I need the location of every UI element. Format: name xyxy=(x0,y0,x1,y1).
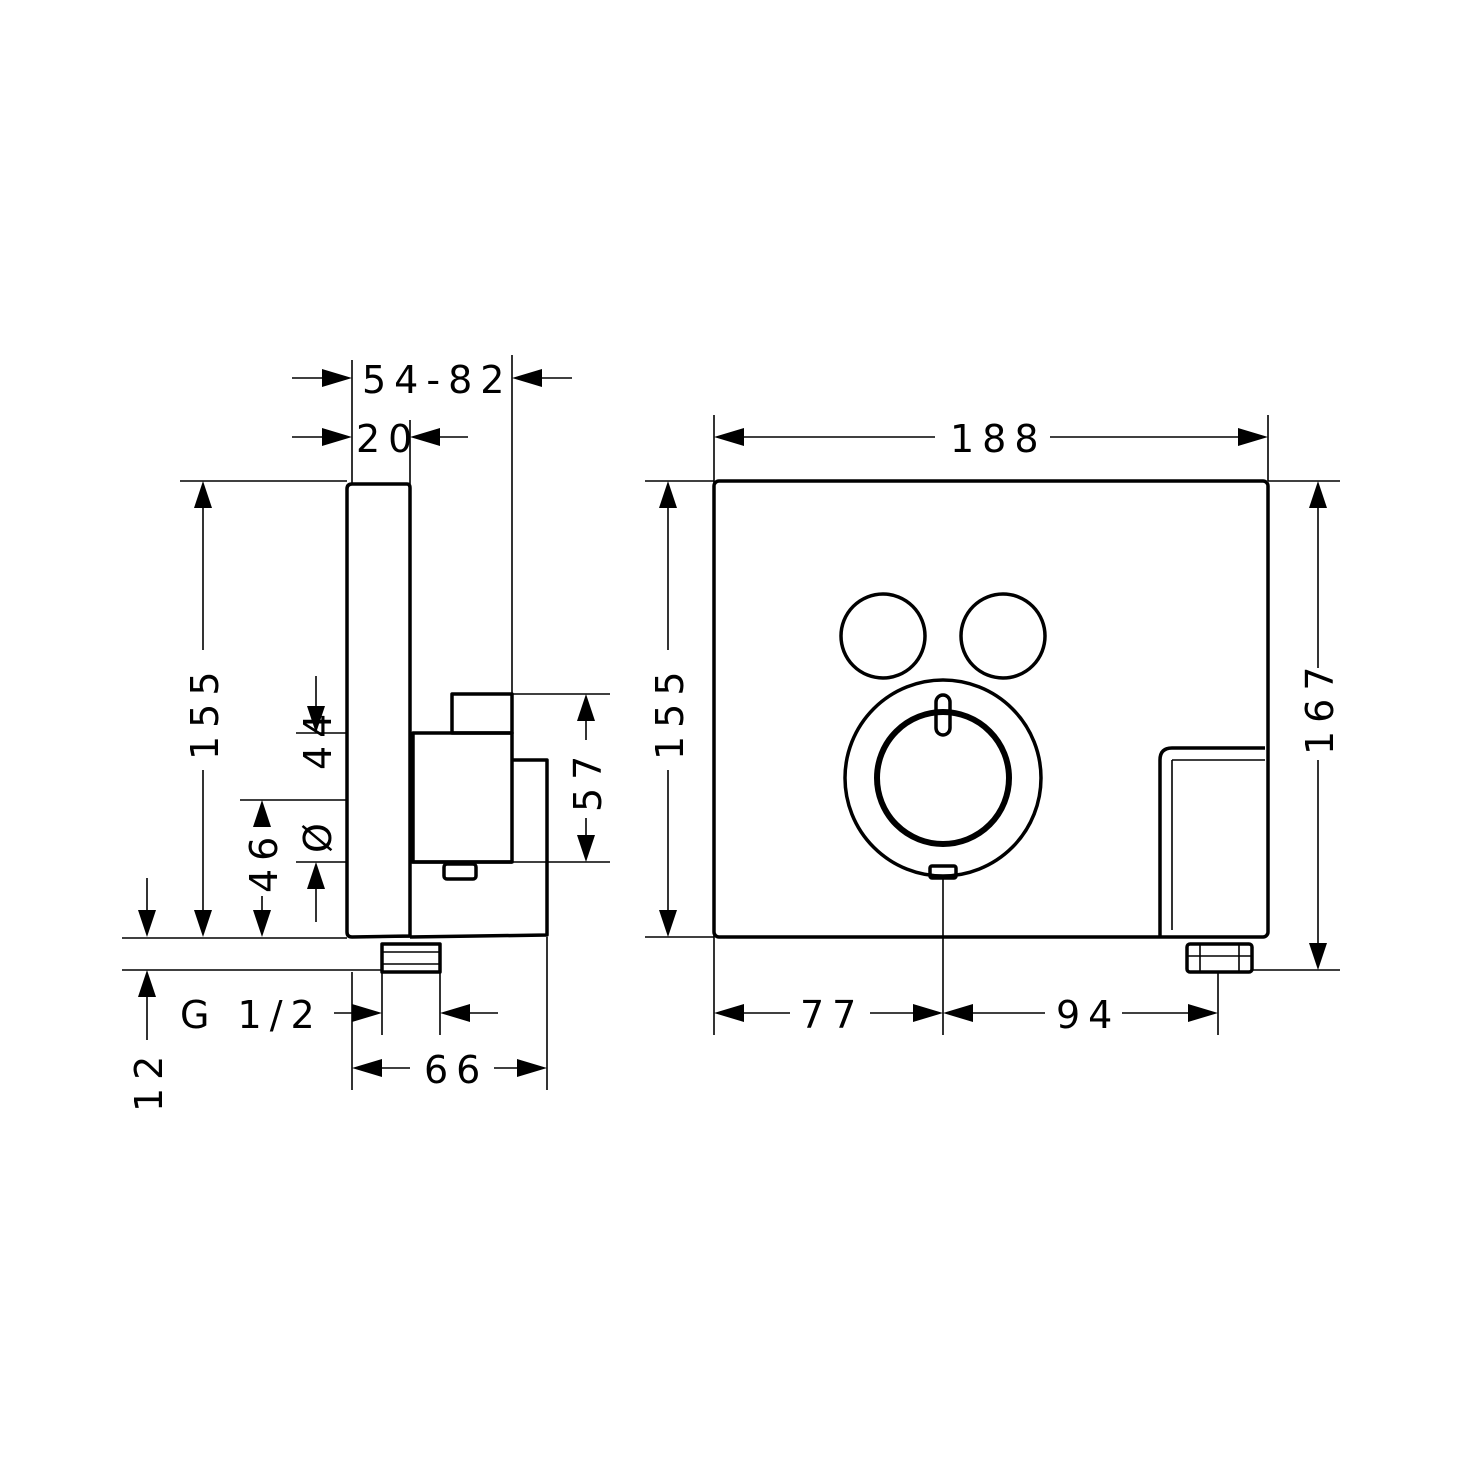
dim-77: 77 xyxy=(800,993,864,1037)
button-right xyxy=(959,592,1047,680)
dim-57: 57 xyxy=(566,748,610,812)
diameter-symbol: Ø xyxy=(296,815,340,853)
front-view: 188 155 167 77 94 xyxy=(645,415,1342,1037)
front-plate xyxy=(712,479,1270,939)
side-fitting xyxy=(380,936,442,974)
dim-20: 20 xyxy=(356,417,420,461)
side-plate xyxy=(345,482,412,939)
dim-155-front: 155 xyxy=(648,663,692,760)
dim-46: 46 xyxy=(242,829,286,893)
knob-pointer xyxy=(934,693,952,737)
side-body xyxy=(411,731,514,864)
dim-167: 167 xyxy=(1298,658,1342,755)
side-view: 54-82 20 155 44 Ø 46 57 12 xyxy=(122,355,610,1112)
dim-12: 12 xyxy=(127,1048,171,1112)
dim-44: 44 xyxy=(296,706,340,770)
dim-188: 188 xyxy=(950,417,1047,461)
thermostat-knob xyxy=(874,709,1012,847)
front-fitting xyxy=(1185,942,1254,974)
dim-66: 66 xyxy=(424,1048,488,1092)
button-left xyxy=(839,592,927,680)
dim-thread: G 1/2 xyxy=(180,993,323,1037)
hose-outlet-box xyxy=(1158,746,1265,937)
dim-155-side: 155 xyxy=(183,663,227,760)
side-knob-top xyxy=(450,692,514,735)
thermostat-ring xyxy=(843,678,1043,878)
dim-54-82: 54-82 xyxy=(362,358,512,402)
dim-94: 94 xyxy=(1056,993,1120,1037)
side-body-lower xyxy=(409,758,549,939)
side-nub xyxy=(442,862,478,881)
